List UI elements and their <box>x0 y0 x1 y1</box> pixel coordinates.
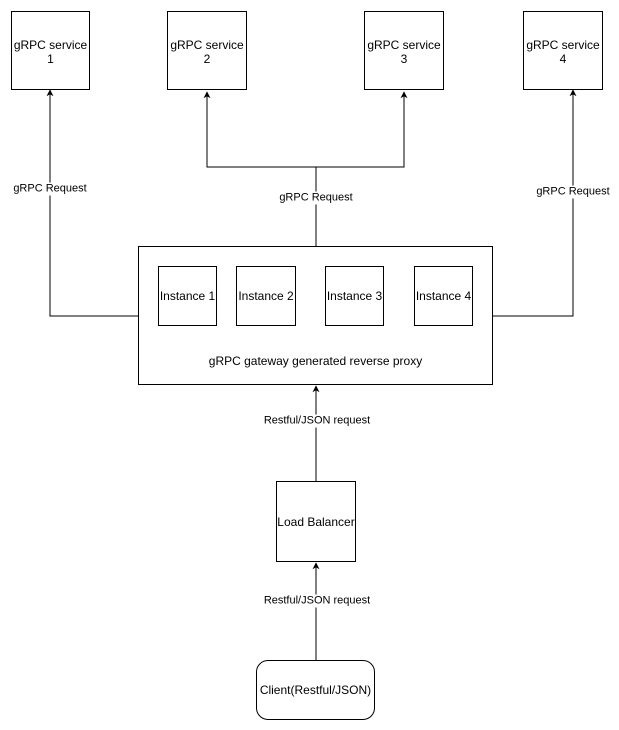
instance-label-4: Instance 4 <box>415 289 472 303</box>
edge-label-grpc-request-middle: gRPC Request <box>278 191 354 205</box>
client-box: Client(Restful/JSON) <box>256 660 375 720</box>
instance-box-3: Instance 3 <box>325 266 384 326</box>
service-label-1: gRPC service 1 <box>13 38 88 66</box>
edge-proxy-to-service-1 <box>46 89 138 317</box>
edge-label-restful-lower: Restful/JSON request <box>262 594 372 608</box>
instance-label-3: Instance 3 <box>326 289 383 303</box>
service-box-4: gRPC service 4 <box>523 11 603 90</box>
load-balancer-label: Load Balancer <box>277 514 355 529</box>
instance-box-2: Instance 2 <box>236 266 296 326</box>
edge-proxy-to-service-4 <box>493 89 577 317</box>
edge-label-restful-upper: Restful/JSON request <box>262 414 372 428</box>
edge-split-to-service-2 <box>203 91 316 168</box>
load-balancer-box: Load Balancer <box>276 481 356 562</box>
instance-box-1: Instance 1 <box>158 266 217 326</box>
edge-label-grpc-request-left: gRPC Request <box>12 182 88 196</box>
instance-label-2: Instance 2 <box>238 289 294 303</box>
service-box-2: gRPC service 2 <box>167 11 247 90</box>
service-box-1: gRPC service 1 <box>11 11 90 90</box>
service-label-4: gRPC service 4 <box>526 38 600 66</box>
instance-label-1: Instance 1 <box>159 289 216 303</box>
instance-box-4: Instance 4 <box>414 266 473 326</box>
reverse-proxy-label: gRPC gateway generated reverse proxy <box>208 354 423 368</box>
edge-label-grpc-request-right: gRPC Request <box>535 185 611 199</box>
service-label-2: gRPC service 2 <box>170 38 244 66</box>
service-box-3: gRPC service 3 <box>364 11 444 90</box>
edge-split-to-service-3 <box>316 91 408 168</box>
client-label: Client(Restful/JSON) <box>259 683 372 697</box>
service-label-3: gRPC service 3 <box>367 38 441 66</box>
